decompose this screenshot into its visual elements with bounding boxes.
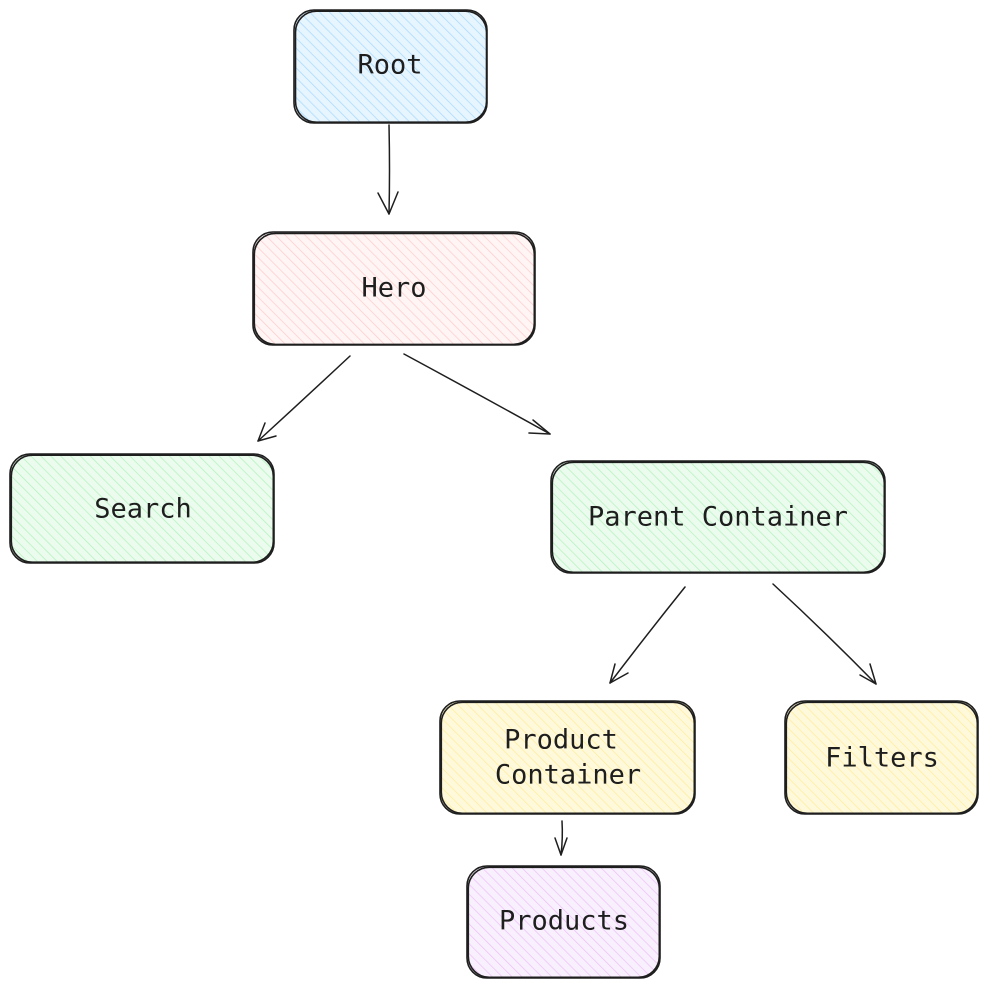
edge-hero-parent-container bbox=[403, 353, 551, 435]
node-parent-container-label: Parent Container bbox=[588, 502, 848, 533]
node-root[interactable]: Root bbox=[293, 9, 488, 124]
edge-parent-filters bbox=[772, 583, 877, 685]
node-product-container[interactable]: Product Container bbox=[439, 700, 696, 815]
edge-root-hero bbox=[377, 124, 399, 215]
node-search[interactable]: Search bbox=[9, 453, 275, 564]
node-hero-label: Hero bbox=[361, 273, 426, 304]
edge-product-container-products bbox=[554, 820, 568, 856]
node-product-container-label-line2: Container bbox=[495, 760, 641, 791]
node-root-label: Root bbox=[357, 50, 422, 81]
node-search-label: Search bbox=[94, 494, 192, 525]
node-product-container-label-line1: Product bbox=[504, 725, 618, 756]
edge-hero-search bbox=[257, 355, 351, 442]
node-filters-label: Filters bbox=[825, 743, 939, 774]
node-products-label: Products bbox=[499, 906, 629, 937]
node-filters[interactable]: Filters bbox=[784, 700, 979, 815]
node-products[interactable]: Products bbox=[466, 865, 661, 979]
node-parent-container[interactable]: Parent Container bbox=[550, 460, 886, 574]
node-hero[interactable]: Hero bbox=[252, 231, 536, 346]
edge-parent-product-container bbox=[609, 586, 686, 684]
